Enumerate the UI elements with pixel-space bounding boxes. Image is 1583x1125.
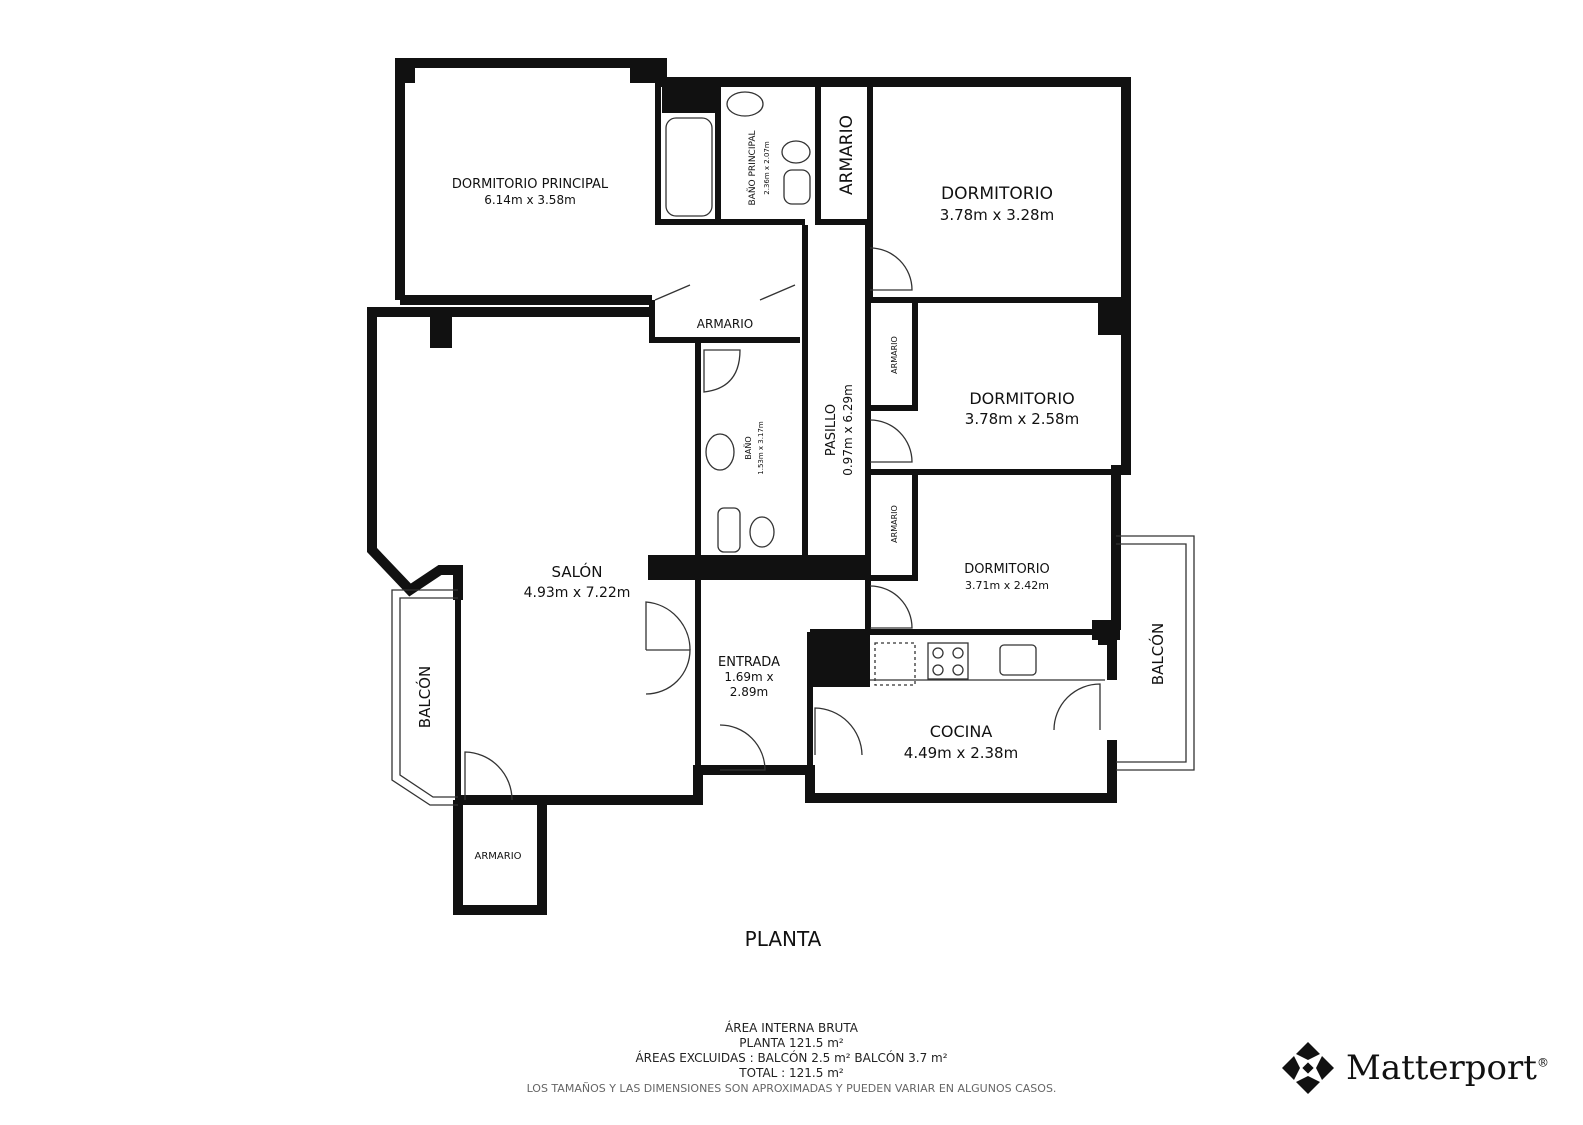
room-name-dormitorio-principal: DORMITORIO PRINCIPAL [452,177,609,192]
fridge-icon [874,642,916,686]
toilet-icon [749,516,775,548]
wall-pier [648,555,866,580]
area-total: TOTAL : 121.5 m² [739,1066,844,1080]
door-icon [869,247,913,291]
area-title: ÁREA INTERNA BRUTA [725,1021,858,1035]
room-size-dormitorio-1: 3.78m x 3.28m [940,206,1054,224]
wall-pier [430,312,452,348]
brand-name: Matterport [1346,1048,1537,1088]
door-icon [719,724,766,771]
door-icon [869,585,913,629]
room-name-balcon-left: BALCÓN [415,666,434,728]
shower-icon [703,349,741,393]
interior-walls [649,82,1126,770]
room-name-dormitorio-1: DORMITORIO [941,184,1053,204]
wall-pier [810,635,870,687]
toilet-icon [781,140,811,164]
sink-icon [726,91,764,117]
toilet-tank-icon [783,169,811,205]
room-name-pasillo: PASILLO [824,404,839,456]
room-size-entrada-1: 1.69m x [724,670,773,684]
room-size-cocina: 4.49m x 2.38m [904,744,1018,762]
room-name-dormitorio-3: DORMITORIO [964,562,1050,577]
room-name-armario-mid: ARMARIO [697,317,753,331]
room-size-dormitorio-3: 3.71m x 2.42m [965,579,1049,592]
area-excluded: ÁREAS EXCLUIDAS : BALCÓN 2.5 m² BALCÓN 3… [635,1051,948,1065]
bathtub-icon [665,117,713,217]
fixtures [665,91,1105,686]
door-icon [814,707,863,756]
balcony-right-outline [1116,535,1195,771]
matterport-logo: Matterport® [1280,1040,1549,1096]
room-name-dormitorio-2: DORMITORIO [969,389,1074,408]
balcony-right-outline [1116,543,1187,763]
door-icon [869,419,913,463]
room-name-armario-top: ARMARIO [837,115,857,195]
balcony-left-outline [391,589,458,806]
area-summary: ÁREA INTERNA BRUTA PLANTA 121.5 m² ÁREAS… [0,1021,1583,1096]
sink-icon [705,433,735,471]
room-size-dormitorio-2: 3.78m x 2.58m [965,410,1079,428]
area-planta: PLANTA 121.5 m² [739,1036,844,1050]
brand-mark: ® [1536,1055,1549,1070]
room-name-armario-d3: ARMARIO [890,505,899,543]
floor-name: PLANTA [745,927,822,951]
room-labels: DORMITORIO PRINCIPAL 6.14m x 3.58m BAÑO … [415,115,1167,951]
room-size-entrada-2: 2.89m [730,685,768,699]
balcony-left-outline [399,597,458,798]
wall-pier [662,78,717,113]
bidet-icon [717,507,741,553]
closet-door-icon [654,284,796,301]
doors [464,247,1101,801]
kitchen-sink-icon [999,644,1037,676]
wall-pier [1098,300,1126,335]
room-name-bano-principal: BAÑO PRINCIPAL [747,130,758,205]
room-name-balcon-right: BALCÓN [1148,623,1167,685]
room-name-cocina: COCINA [930,722,993,741]
door-icon [645,601,691,651]
room-name-armario-bottom: ARMARIO [474,851,521,862]
room-name-entrada: ENTRADA [718,655,780,670]
door-icon [464,751,513,801]
door-icon [645,649,691,695]
disclaimer: LOS TAMAÑOS Y LAS DIMENSIONES SON APROXI… [526,1082,1057,1095]
stove-icon [927,642,969,680]
wall-pier [395,58,415,83]
matterport-mark-icon [1282,1042,1334,1094]
room-size-pasillo: 0.97m x 6.29m [841,384,855,476]
room-size-salon: 4.93m x 7.22m [524,585,631,601]
room-name-bano: BAÑO [743,436,753,459]
room-size-bano: 1.53m x 3.17m [757,421,765,475]
room-name-armario-d2: ARMARIO [890,336,899,374]
room-size-dormitorio-principal: 6.14m x 3.58m [484,193,576,207]
wall-pier [630,58,665,83]
door-icon [1053,683,1101,731]
room-name-salon: SALÓN [552,562,603,581]
room-size-bano-principal: 2.36m x 2.07m [763,141,771,195]
